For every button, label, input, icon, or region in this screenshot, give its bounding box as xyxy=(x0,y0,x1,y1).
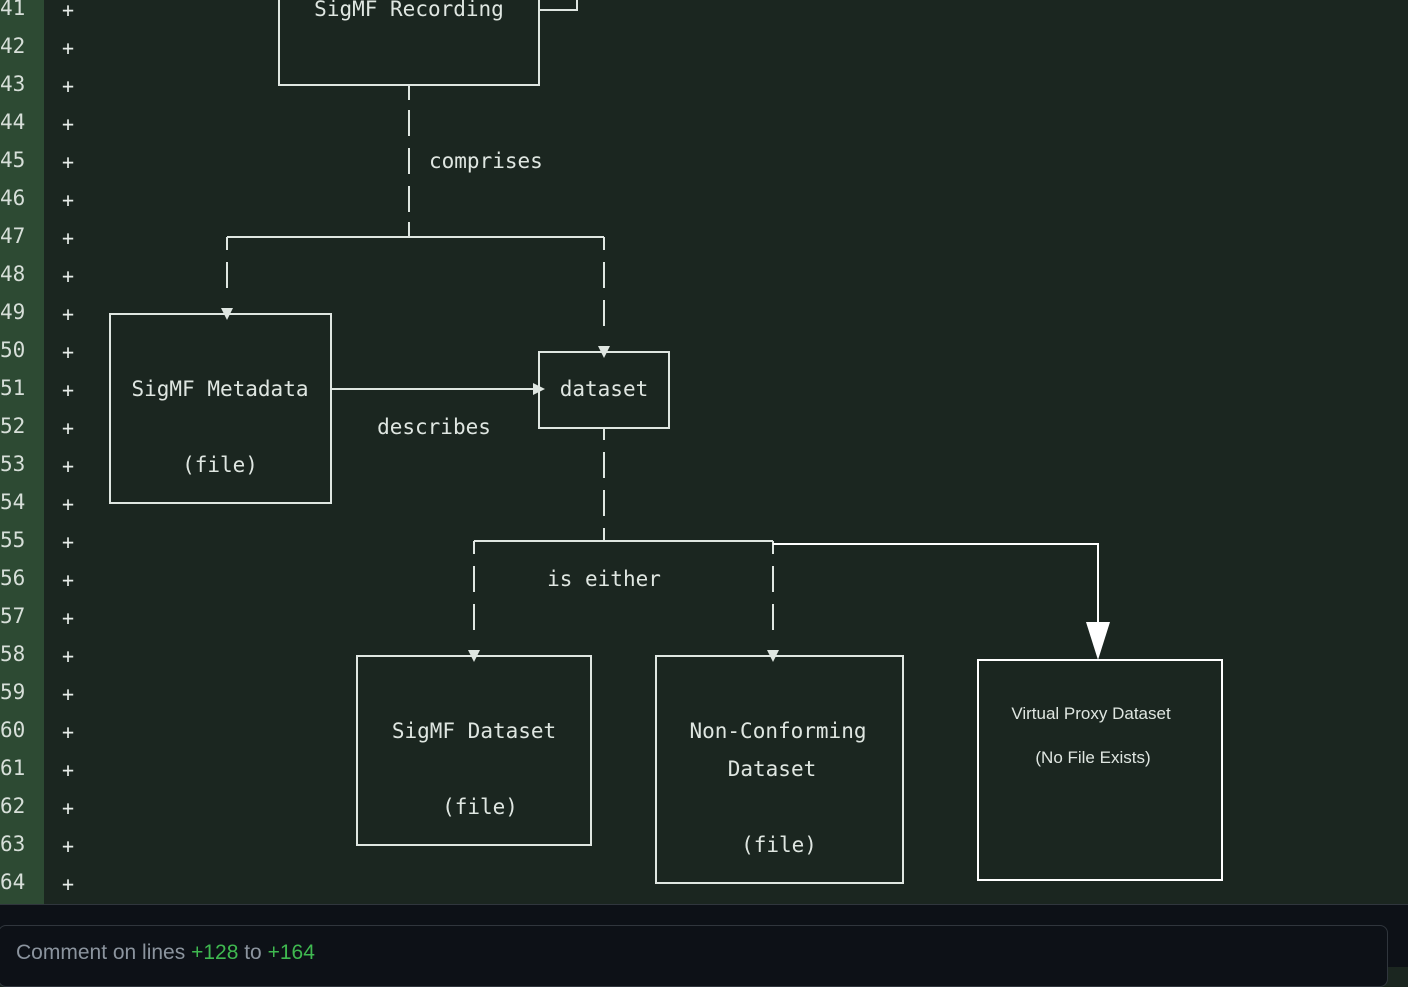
line-number[interactable]: 62 xyxy=(0,794,26,818)
nonconforming-file-label: (file) xyxy=(741,833,817,857)
line-number[interactable]: 45 xyxy=(0,148,26,172)
added-line-marker: + xyxy=(62,112,75,136)
line-number[interactable]: 63 xyxy=(0,832,26,856)
added-line-marker: + xyxy=(62,872,75,896)
nonconforming-box xyxy=(655,655,904,884)
line-number[interactable]: 49 xyxy=(0,300,26,324)
line-number[interactable]: 51 xyxy=(0,376,26,400)
added-line-marker: + xyxy=(62,454,75,478)
comprises-label: comprises xyxy=(429,149,543,173)
ascii-diagram: SigMF Recording comprises SigMF Metadata… xyxy=(109,0,1223,884)
line-number[interactable]: 55 xyxy=(0,528,26,552)
nonconforming-label-line2: Dataset xyxy=(728,757,817,781)
line-number[interactable]: 41 xyxy=(0,0,26,20)
diagram-lines xyxy=(109,0,904,884)
proxy-label-line1: Virtual Proxy Dataset xyxy=(1011,704,1171,723)
line-number[interactable]: 50 xyxy=(0,338,26,362)
comment-mid: to xyxy=(238,941,268,964)
metadata-file-label: (file) xyxy=(182,453,258,477)
added-line-marker: + xyxy=(62,74,75,98)
recording-label: SigMF Recording xyxy=(314,0,504,21)
added-line-marker: + xyxy=(62,188,75,212)
added-line-marker: + xyxy=(62,226,75,250)
added-line-marker: + xyxy=(62,340,75,364)
added-line-marker: + xyxy=(62,150,75,174)
line-number[interactable]: 60 xyxy=(0,718,26,742)
comment-footer: Comment on lines +128 to +164 xyxy=(0,904,1408,987)
line-number[interactable]: 57 xyxy=(0,604,26,628)
is-either-label: is either xyxy=(547,567,661,591)
added-line-marker: + xyxy=(62,644,75,668)
proxy-label-line2: (No File Exists) xyxy=(1035,748,1150,767)
added-line-marker: + xyxy=(62,758,75,782)
sigmf-dataset-label: SigMF Dataset xyxy=(392,719,556,743)
proxy-box xyxy=(977,659,1223,881)
comment-prefix: Comment on lines xyxy=(16,941,192,964)
added-line-marker: + xyxy=(62,568,75,592)
line-number[interactable]: 59 xyxy=(0,680,26,704)
proxy-connector xyxy=(773,543,1099,628)
line-number[interactable]: 42 xyxy=(0,34,26,58)
added-line-marker: + xyxy=(62,834,75,858)
dataset-label: dataset xyxy=(560,377,649,401)
describes-label: describes xyxy=(377,415,491,439)
line-number[interactable]: 61 xyxy=(0,756,26,780)
added-line-marker: + xyxy=(62,682,75,706)
comment-end-line[interactable]: +164 xyxy=(267,941,315,964)
comment-range-label: Comment on lines +128 to +164 xyxy=(16,941,315,965)
line-number[interactable]: 64 xyxy=(0,870,26,894)
line-number[interactable]: 54 xyxy=(0,490,26,514)
added-line-marker: + xyxy=(62,416,75,440)
sigmf-dataset-file-label: (file) xyxy=(442,795,518,819)
added-line-marker: + xyxy=(62,796,75,820)
added-line-marker: + xyxy=(62,530,75,554)
added-line-marker: + xyxy=(62,606,75,630)
proxy-arrowhead xyxy=(1086,622,1110,660)
added-line-marker: + xyxy=(62,36,75,60)
added-line-marker: + xyxy=(62,302,75,326)
line-number[interactable]: 52 xyxy=(0,414,26,438)
line-number[interactable]: 58 xyxy=(0,642,26,666)
line-number[interactable]: 56 xyxy=(0,566,26,590)
added-line-marker: + xyxy=(62,0,75,22)
line-number-gutter xyxy=(0,0,44,904)
line-number[interactable]: 46 xyxy=(0,186,26,210)
metadata-box xyxy=(109,313,332,504)
recording-corner xyxy=(539,0,578,11)
comment-start-line[interactable]: +128 xyxy=(191,941,239,964)
line-number[interactable]: 44 xyxy=(0,110,26,134)
added-line-marker: + xyxy=(62,378,75,402)
line-number[interactable]: 43 xyxy=(0,72,26,96)
added-line-marker: + xyxy=(62,492,75,516)
line-number[interactable]: 47 xyxy=(0,224,26,248)
diagram-arrowheads xyxy=(221,308,779,662)
nonconforming-label-line1: Non-Conforming xyxy=(689,719,866,743)
added-line-marker: + xyxy=(62,264,75,288)
metadata-label: SigMF Metadata xyxy=(131,377,308,401)
line-number[interactable]: 48 xyxy=(0,262,26,286)
added-line-marker: + xyxy=(62,720,75,744)
line-number[interactable]: 53 xyxy=(0,452,26,476)
